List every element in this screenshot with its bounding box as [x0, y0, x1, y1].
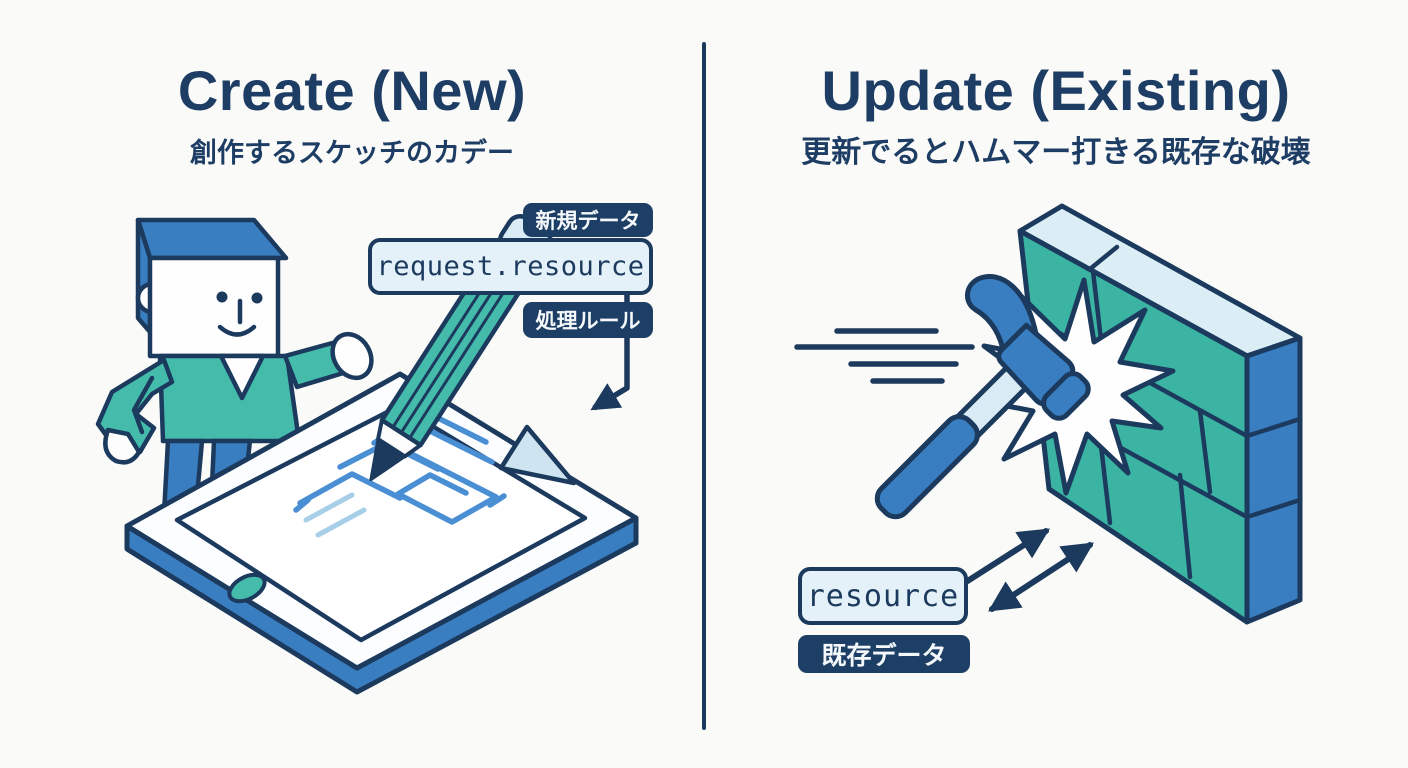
resource-code-box: resource: [798, 567, 968, 625]
person-right-hand: [330, 331, 374, 381]
left-panel-title: Create (New): [177, 59, 527, 122]
person-left-hand: [103, 427, 142, 465]
person-face: [147, 255, 281, 359]
hammer-icon: [874, 274, 1091, 520]
divider-line: [702, 42, 706, 730]
request-resource-code-box: request.resource: [368, 238, 653, 295]
screen-sketch-light: [303, 492, 367, 538]
new-data-tag: 新規データ: [523, 203, 653, 237]
hammer-grip: [874, 414, 980, 520]
arrow-double-icon: [988, 542, 1094, 612]
speed-lines-icon: [794, 328, 975, 384]
page-fold-icon: [498, 424, 577, 486]
left-panel-subtitle: 創作するスケッチのカデー: [190, 138, 514, 168]
person-eye-left: [216, 291, 228, 303]
hammer-face: [1041, 371, 1091, 421]
existing-data-tag: 既存データ: [798, 635, 970, 673]
processing-rule-tag: 処理ルール: [523, 302, 653, 338]
person-smile: [217, 324, 257, 337]
wall-side-joints: [1244, 416, 1303, 520]
tablet-illustration: [124, 371, 639, 695]
person-hair-top: [135, 217, 289, 261]
wall-top-seam: [1087, 244, 1120, 272]
tablet-home-button: [227, 572, 267, 604]
tablet-screen: [174, 403, 588, 643]
person-vneck: [218, 353, 266, 401]
right-panel-subtitle: 更新でるとハムマー打きる既存な破壊: [801, 136, 1311, 169]
person-arm-crease: [131, 375, 155, 435]
wall-right-face: [1244, 335, 1303, 625]
arrow-up-right-icon: [963, 528, 1050, 585]
pencil-icon: [369, 214, 553, 482]
right-panel-title: Update (Existing): [821, 59, 1291, 122]
person-eye-right: [251, 292, 263, 304]
